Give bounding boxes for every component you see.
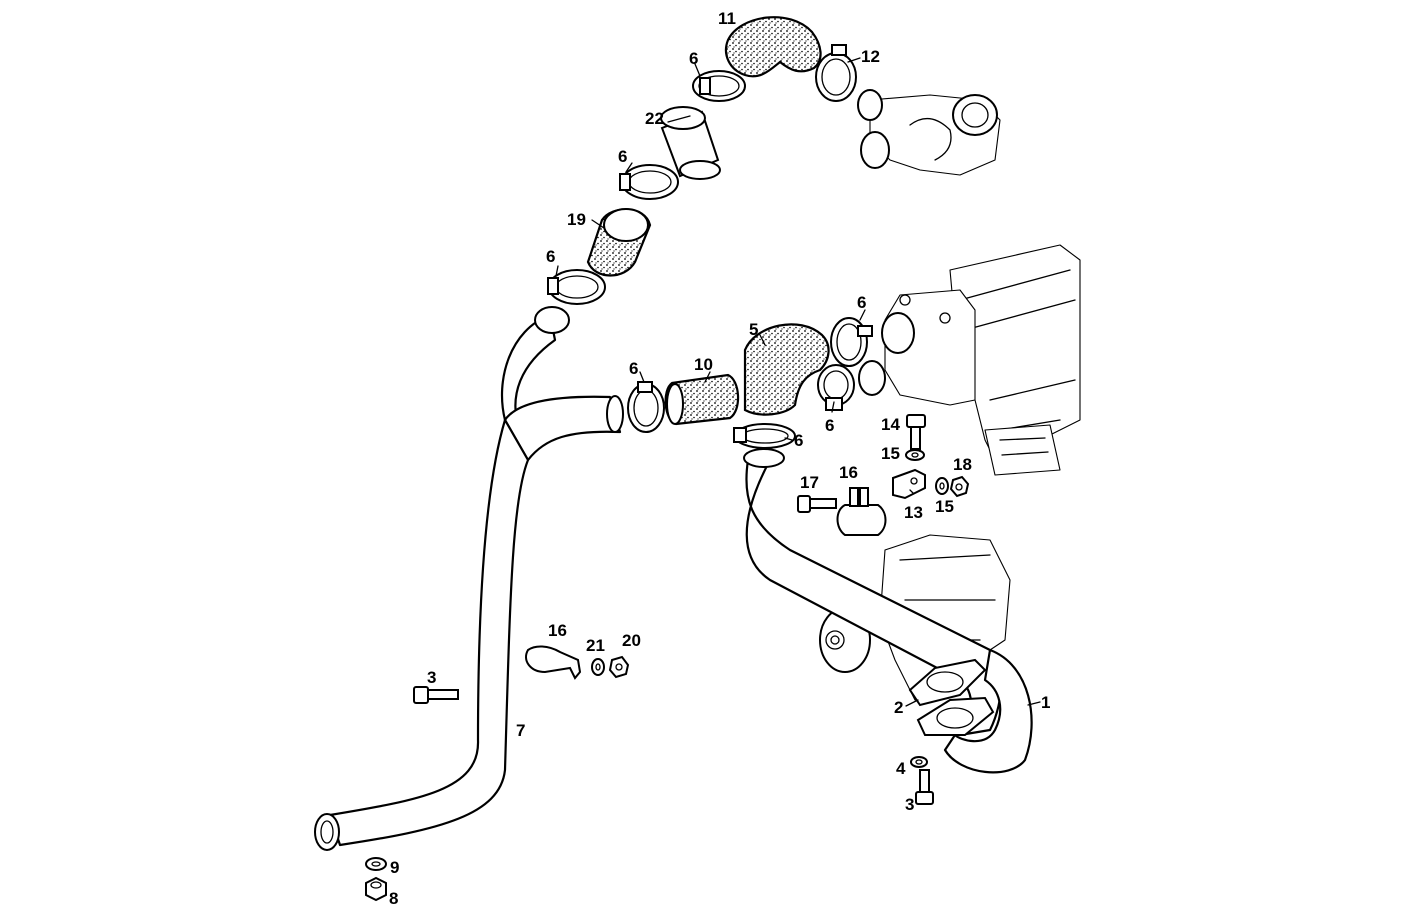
- hose-clamps: [547, 44, 873, 449]
- label-nut-pipe-end: 8: [389, 889, 398, 908]
- clamp-pipe-top: [733, 423, 796, 449]
- label-clamp-upper-lower: 6: [546, 247, 555, 266]
- label-clamp-upper-mid: 6: [618, 147, 627, 166]
- washer-bracket-right: [935, 477, 949, 495]
- label-bolt-bracket: 14: [881, 415, 900, 434]
- label-bolt-left: 3: [427, 668, 436, 687]
- clamp-mid-left: [627, 381, 665, 433]
- clamp-right-lower: [817, 364, 855, 411]
- label-pipe-long: 7: [516, 721, 525, 740]
- label-hose-elbow-top: 11: [718, 9, 736, 28]
- coolant-pipe-long: [314, 306, 624, 851]
- label-clamp-pipe-top: 6: [794, 431, 803, 450]
- thermostat-housing-right: [858, 289, 976, 406]
- bracket: [892, 468, 926, 500]
- leader-lines: [555, 57, 1041, 707]
- clamp-top-left: [692, 70, 746, 102]
- label-nut-clip: 20: [622, 631, 641, 650]
- bolt-bottom: [915, 769, 934, 805]
- nut-pipe-end: [365, 876, 387, 902]
- nut-clip: [608, 655, 630, 679]
- bolt-bracket: [906, 414, 926, 450]
- part-labels: 11 6 12 22 6 19 6 6 5 6 10 6 6 14 15 18 …: [389, 9, 1050, 908]
- clamp-upper-lower: [547, 269, 606, 305]
- label-washer-bottom: 4: [896, 759, 906, 778]
- label-clamp-top-right: 12: [861, 47, 880, 66]
- label-clip-upper: 16: [839, 463, 858, 482]
- pipe-connector: [660, 106, 721, 180]
- bolt-left: [413, 686, 459, 704]
- hose-elbow-mid: [743, 323, 830, 416]
- label-bracket: 13: [904, 503, 923, 522]
- clip-upper: [836, 487, 887, 536]
- label-bolt-bottom: 3: [905, 795, 914, 814]
- label-clamp-right-lower: 6: [825, 416, 834, 435]
- label-pipe-connector: 22: [645, 109, 664, 128]
- label-clamp-mid-left: 6: [629, 359, 638, 378]
- fasteners: [365, 414, 970, 902]
- hose-straight-mid: [664, 373, 740, 426]
- label-nut-bracket: 18: [953, 455, 972, 474]
- label-hose-elbow-mid: 5: [749, 320, 758, 339]
- hose-straight-upper: [586, 208, 652, 277]
- washer-clip: [591, 658, 605, 676]
- washer-pipe-end: [365, 857, 387, 871]
- clip-lower: [525, 645, 582, 680]
- label-clamp-right-upper: 6: [857, 293, 866, 312]
- label-gasket: 2: [894, 698, 903, 717]
- clamp-top-right: [815, 44, 857, 102]
- label-pipe-right: 1: [1041, 693, 1050, 712]
- washer-bottom: [910, 756, 928, 768]
- label-clamp-top-left: 6: [689, 49, 698, 68]
- clamp-upper-mid: [619, 164, 679, 200]
- nut-bracket: [949, 475, 970, 498]
- gasket-flange: [908, 658, 995, 736]
- label-washer-pipe-end: 9: [390, 858, 399, 877]
- label-hose-straight-upper: 19: [567, 210, 586, 229]
- label-washer-clip: 21: [586, 636, 605, 655]
- label-washer-bracket-right: 15: [935, 497, 954, 516]
- bolt-clip: [797, 495, 837, 513]
- clamp-right-upper: [830, 317, 873, 367]
- label-clip-lower: 16: [548, 621, 567, 640]
- thermostat-housing-upper: [857, 89, 1001, 176]
- label-bolt-clip: 17: [800, 473, 819, 492]
- washer-bracket-top: [905, 449, 925, 461]
- label-hose-straight-mid: 10: [694, 355, 713, 374]
- hose-elbow-top: [724, 16, 822, 78]
- engine-block-casting: [949, 244, 1081, 476]
- label-washer-bracket-top: 15: [881, 444, 900, 463]
